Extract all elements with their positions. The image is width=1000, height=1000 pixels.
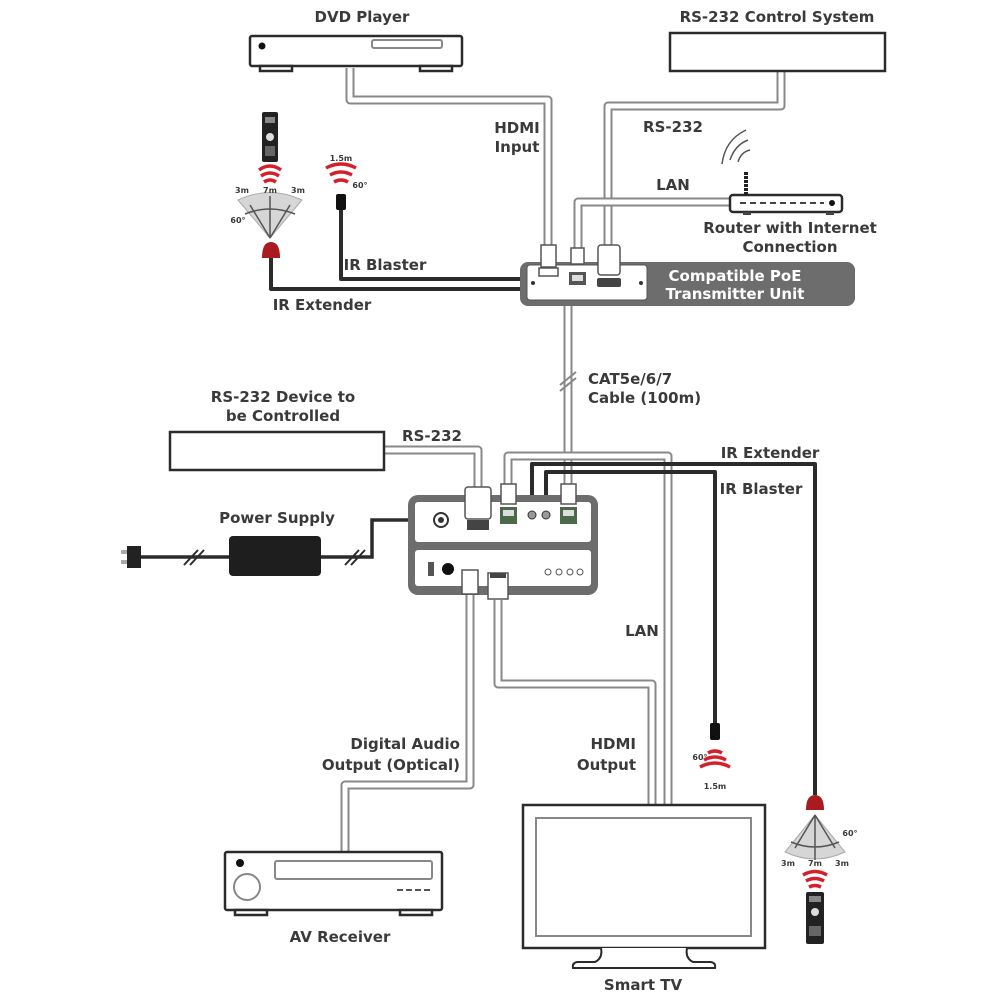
extender-center-range-bottom: 7m: [808, 859, 822, 868]
lan-bottom-label: LAN: [625, 622, 659, 640]
wifi-icon: [721, 129, 751, 165]
blaster-range-bottom: 1.5m: [704, 782, 727, 791]
ir-emitter-icon: [710, 723, 720, 740]
extender-side-range-left-bottom: 3m: [781, 859, 795, 868]
smart-tv-label: Smart TV: [604, 976, 683, 994]
rs232-port-connector: [464, 486, 492, 530]
dvd-player-label: DVD Player: [315, 8, 410, 26]
transmitter-label-1: Compatible PoE: [669, 267, 802, 285]
blaster-angle-bottom: 60°: [692, 753, 707, 762]
rs232-bottom-label: RS-232: [402, 427, 462, 445]
extender-side-range-left: 3m: [235, 186, 249, 195]
extender-angle: 60°: [230, 216, 245, 225]
digital-audio-label-2: Output (Optical): [322, 756, 460, 774]
mode-switch: [428, 562, 434, 576]
catx-cable: [559, 300, 577, 490]
hdbaset-port: [500, 483, 517, 524]
ir-extender-top: 3m 7m 3m 60°: [230, 112, 305, 258]
ir-extender-bottom-wire: [530, 462, 817, 795]
hdmi-output-label-1: HDMI: [590, 735, 636, 753]
power-supply: Power Supply: [121, 509, 335, 576]
ir-extender-top-label: IR Extender: [273, 296, 372, 314]
router-label-2: Connection: [742, 238, 837, 256]
ir-signal-icon: [699, 749, 731, 769]
rs232-device-label-2: be Controlled: [226, 407, 340, 425]
lan-top-label: LAN: [656, 176, 690, 194]
ir-receiver-eye-icon: [806, 795, 824, 810]
ir-blaster-top: 1.5m 60°: [325, 154, 368, 210]
router-label-1: Router with Internet: [703, 219, 877, 237]
hdmi-output-cable: [493, 600, 657, 805]
ir-signal-icon: [802, 869, 828, 889]
extender-side-range-right-bottom: 3m: [835, 859, 849, 868]
av-receiver: AV Receiver: [223, 850, 444, 946]
power-cable: [138, 518, 432, 566]
hdmi-output-label-2: Output: [577, 756, 636, 774]
ir-signal-icon: [257, 164, 283, 184]
poe-transmitter: Compatible PoE Transmitter Unit: [520, 244, 855, 306]
hdmi-port-connector: [538, 244, 559, 277]
ir-extender-bottom: 60° 3m 7m 3m: [781, 795, 858, 944]
rs232-port-connector: [597, 244, 621, 287]
dc-power-port: [433, 512, 449, 528]
ir-blaster-top-wire: [339, 210, 525, 281]
lan-top-cable: [573, 197, 733, 252]
status-leds: [544, 568, 584, 576]
hdmi-input-label-2: Input: [495, 138, 540, 156]
ir-blaster-bottom: 60° 1.5m: [692, 723, 731, 791]
power-supply-label: Power Supply: [219, 509, 335, 527]
ir-signal-icon: [325, 162, 357, 184]
blaster-angle-top: 60°: [352, 181, 367, 190]
blaster-range-top: 1.5m: [330, 154, 353, 163]
remote-control-icon: [806, 892, 824, 944]
rs232-control-system: RS-232 Control System: [668, 8, 887, 73]
ir-extender-bottom-label: IR Extender: [721, 444, 820, 462]
lan-port: [569, 247, 586, 285]
ir-extender-top-wire: [269, 258, 525, 291]
ir-receiver-eye-icon: [262, 242, 280, 258]
optical-cable: [340, 590, 475, 852]
rs232-control-system-label: RS-232 Control System: [680, 8, 875, 26]
extender-side-range-right: 3m: [291, 186, 305, 195]
hdmi-input-cable: [345, 68, 553, 245]
ir-blaster-top-label: IR Blaster: [344, 256, 427, 274]
rs232-top-cable: [603, 70, 786, 245]
hdmi-input-label-1: HDMI: [494, 119, 540, 137]
ir-blaster-bottom-wire: [544, 470, 717, 725]
rs232-device: RS-232 Device to be Controlled: [168, 388, 386, 472]
smart-tv: Smart TV: [521, 803, 767, 994]
lan-bottom-cable: [503, 451, 673, 805]
ir-blaster-bottom-label: IR Blaster: [720, 480, 803, 498]
optical-port: [461, 569, 479, 595]
extender-center-range: 7m: [263, 186, 277, 195]
ir-ports: [527, 510, 551, 520]
lan-port: [560, 483, 577, 524]
rs232-device-label-1: RS-232 Device to: [211, 388, 355, 406]
ir-window-icon: [442, 563, 454, 575]
rs232-top-label: RS-232: [643, 118, 703, 136]
av-receiver-label: AV Receiver: [290, 928, 391, 946]
rs232-bottom-cable: [383, 445, 483, 487]
remote-control-icon: [262, 112, 278, 162]
catx-label-1: CAT5e/6/7: [588, 370, 672, 388]
poe-receiver: [408, 483, 598, 600]
power-plug-icon: [121, 546, 141, 568]
catx-label-2: Cable (100m): [588, 389, 701, 407]
transmitter-label-2: Transmitter Unit: [666, 285, 805, 303]
dvd-player: DVD Player: [248, 8, 464, 73]
router: Router with Internet Connection: [703, 129, 877, 256]
extender-angle-bottom: 60°: [842, 829, 857, 838]
hdmi-out-port: [487, 572, 509, 600]
ir-emitter-icon: [336, 194, 346, 210]
digital-audio-label-1: Digital Audio: [350, 735, 460, 753]
